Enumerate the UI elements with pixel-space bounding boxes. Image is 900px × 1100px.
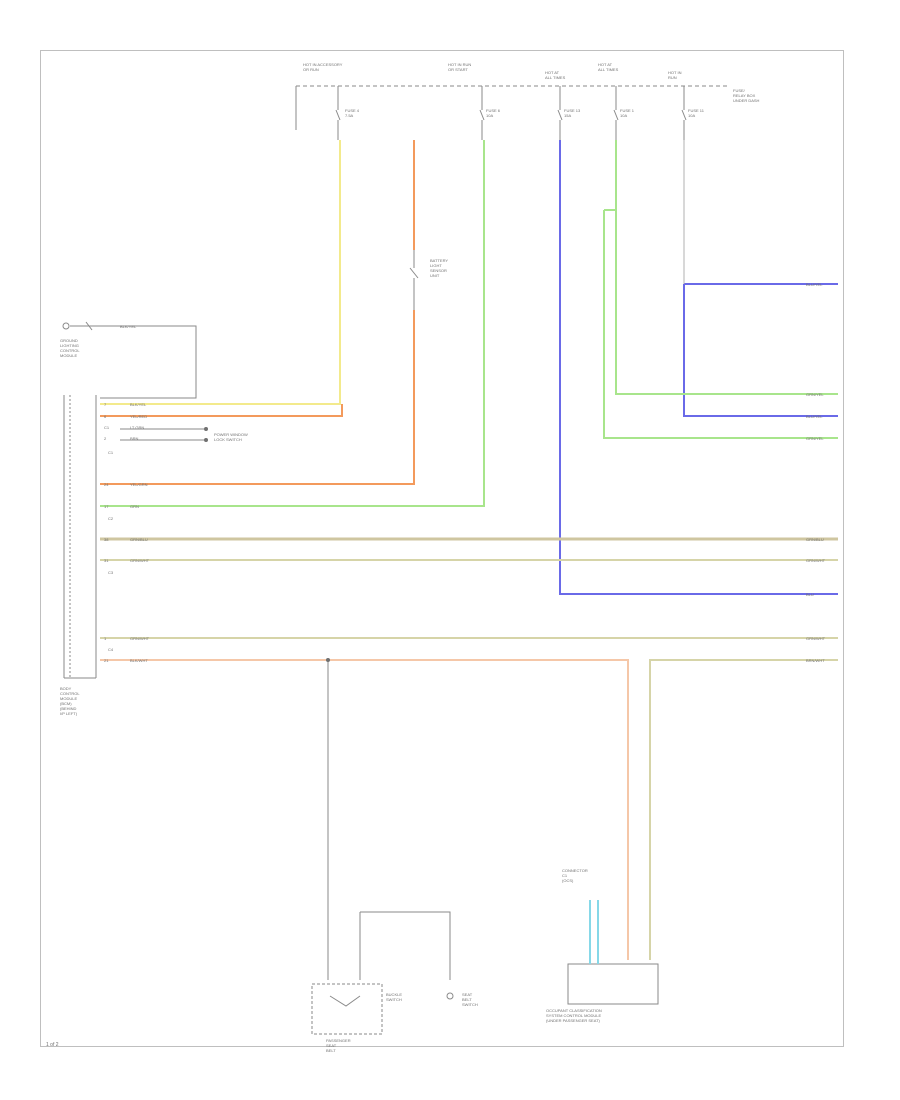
lock-switch-stub: [120, 428, 204, 441]
svg-text:BLK/WHT: BLK/WHT: [130, 658, 148, 663]
svg-text:GRN: GRN: [130, 504, 139, 509]
svg-text:GRN/WHT: GRN/WHT: [130, 558, 150, 563]
wire-green-2: [615, 140, 838, 395]
svg-text:GRN/YEL: GRN/YEL: [806, 436, 824, 441]
right-labels: BLU/YEL GRN/YEL BLU/YEL GRN/YEL GRN/BLU …: [806, 282, 826, 663]
ground-symbol: [62, 321, 197, 399]
svg-text:LT GRN: LT GRN: [130, 425, 144, 430]
svg-text:38: 38: [104, 537, 109, 542]
diagram-frame: [40, 50, 844, 1047]
wire-green-1: [100, 140, 485, 507]
svg-text:GRN/WHT: GRN/WHT: [806, 558, 826, 563]
splice-dot-1: [204, 427, 208, 431]
svg-text:C1: C1: [108, 450, 114, 455]
bcm-module-outline: [63, 395, 97, 679]
svg-text:C1: C1: [104, 425, 110, 430]
svg-text:7: 7: [104, 402, 107, 407]
svg-text:BLU: BLU: [806, 592, 814, 597]
wire-blue-1: [559, 140, 838, 595]
svg-text:BLU/YEL: BLU/YEL: [806, 414, 823, 419]
svg-text:GRN/WHT: GRN/WHT: [130, 636, 150, 641]
fuse-symbols: [335, 86, 687, 140]
svg-text:GRN/WHT: GRN/WHT: [806, 636, 826, 641]
svg-text:31: 31: [104, 558, 109, 563]
battery-sensor: [409, 250, 419, 310]
svg-text:C3: C3: [108, 570, 114, 575]
svg-text:YEL/RED: YEL/RED: [130, 414, 147, 419]
ocs-module: [567, 900, 659, 1005]
wire-salmon: [100, 659, 629, 960]
svg-text:GRN/BLU: GRN/BLU: [130, 537, 148, 542]
svg-text:BLK/YEL: BLK/YEL: [130, 402, 147, 407]
wire-yellow-1: [100, 140, 341, 405]
svg-text:BLU/YEL: BLU/YEL: [806, 282, 823, 287]
svg-text:YEL/GRN: YEL/GRN: [130, 482, 148, 487]
svg-text:17: 17: [104, 504, 109, 509]
bcm-pin-group-2: 24 YEL/GRN 17 GRN C2 38 GRN/BLU 31 GRN/W…: [104, 482, 150, 663]
svg-text:GRN/YEL: GRN/YEL: [806, 392, 824, 397]
wire-blue-3: [683, 284, 838, 417]
svg-text:2: 2: [104, 436, 107, 441]
svg-text:C4: C4: [108, 647, 114, 652]
svg-text:BRN: BRN: [130, 436, 139, 441]
splice-dot-2: [204, 438, 208, 442]
wire-orange-pin6: [100, 404, 343, 417]
seat-belt-switch: [311, 660, 454, 1035]
bcm-pin-group-1: 7 BLK/YEL 6 YEL/RED C1 LT GRN 2 BRN C1: [104, 402, 147, 455]
svg-text:24: 24: [104, 482, 109, 487]
svg-text:C2: C2: [108, 516, 114, 521]
svg-text:BRN/WHT: BRN/WHT: [806, 658, 825, 663]
wire-green-3: [603, 210, 838, 439]
wires: [100, 140, 838, 960]
svg-text:GRN/BLU: GRN/BLU: [806, 537, 824, 542]
top-power-bus: [295, 85, 730, 130]
ground-wire-label: BLK/YEL: [120, 324, 137, 329]
svg-text:6: 6: [104, 414, 107, 419]
svg-text:21: 21: [104, 658, 109, 663]
wire-orange-low: [100, 310, 415, 485]
page-number: 1 of 2: [46, 1042, 59, 1048]
splice-dot-3: [326, 658, 330, 662]
wire-olive-bottom: [649, 659, 838, 960]
svg-text:1: 1: [104, 636, 107, 641]
